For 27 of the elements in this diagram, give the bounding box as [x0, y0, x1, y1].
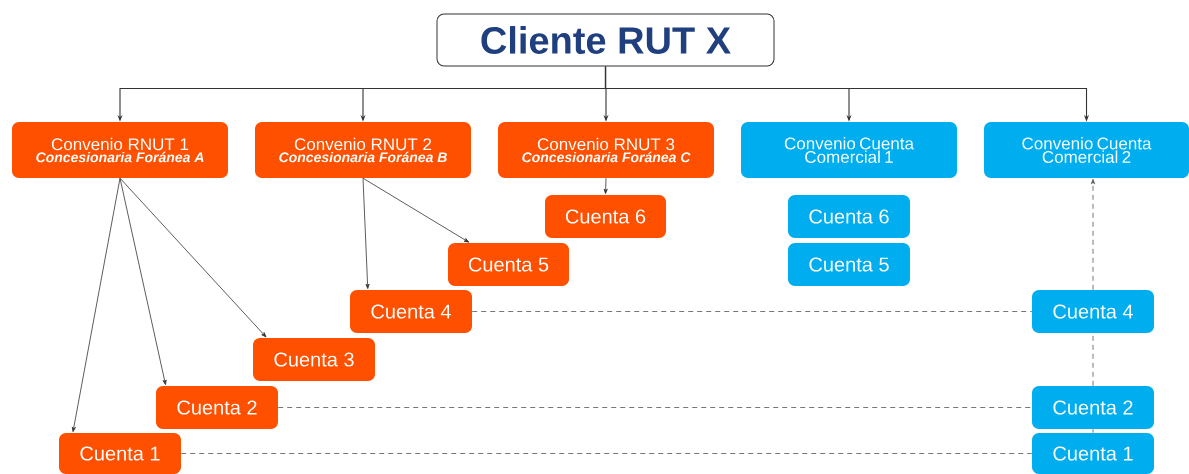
agreement-box: Cuenta 1: [59, 433, 181, 474]
agreement-box: Cuenta 5: [448, 243, 569, 286]
agreement-box: Cuenta 6: [788, 195, 910, 238]
agreement-box: Convenio RNUT 1 Concesionaria Foránea A: [12, 122, 228, 178]
agreement-box: Cuenta 5: [788, 243, 910, 286]
arrow: [362, 177, 370, 289]
connector-line: [1092, 428, 1094, 434]
agreement-box: Convenio Cuenta Comercial 2: [984, 122, 1189, 178]
connector-line: [471, 311, 1033, 312]
agreement-box: Cuenta 4: [350, 290, 472, 333]
agreement-box: Cuenta 2: [156, 386, 278, 429]
arrow: [119, 177, 267, 338]
agreement-box: Cuenta 6: [545, 195, 666, 238]
arrow: [362, 177, 470, 243]
arrow: [119, 177, 167, 386]
agreement-box: Convenio RNUT 3 Concesionaria Foránea C: [498, 122, 714, 178]
agreement-box: Convenio RNUT 2 Concesionaria Foránea B: [255, 122, 471, 178]
agreement-box: Cuenta 4: [1032, 290, 1154, 333]
agreement-box: Cuenta 3: [253, 338, 375, 381]
connector-line: [277, 407, 1033, 408]
arrow: [603, 177, 608, 194]
agreement-box: Cuenta 2: [1032, 386, 1154, 429]
agreement-box: Convenio Cuenta Comercial 1: [741, 122, 957, 178]
arrow: [1091, 179, 1095, 291]
title-box: Cliente RUT X: [436, 13, 775, 67]
arrow: [71, 177, 121, 433]
agreement-box: Cuenta 1: [1032, 433, 1154, 474]
